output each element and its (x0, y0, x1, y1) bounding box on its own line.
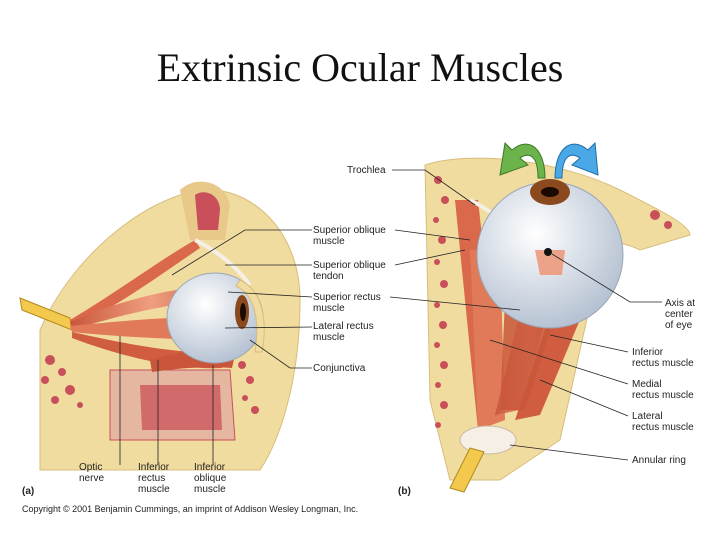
maxillary-cavity-a (140, 385, 222, 430)
rotation-arrow-blue-icon (554, 141, 599, 179)
label-inferior-rectus-muscle-a: Inferior rectus muscle (138, 462, 170, 495)
slide-title: Extrinsic Ocular Muscles (156, 45, 564, 90)
panel-b-tag: (b) (398, 486, 411, 497)
superior-oblique-tendon-a (194, 238, 252, 287)
superior-oblique-a (70, 240, 200, 328)
optic-nerve-b (449, 447, 485, 493)
leader-lines (119, 169, 662, 465)
label-superior-oblique-muscle-a: Superior oblique muscle (313, 225, 386, 247)
label-medial-rectus-muscle-b: Medial rectus muscle (632, 379, 694, 401)
label-trochlea-b: Trochlea (347, 165, 386, 176)
annular-ring-b (459, 425, 517, 455)
rotation-arrow-green-icon (499, 141, 546, 179)
panel-a-tag: (a) (22, 486, 35, 497)
label-lateral-rectus-muscle-a: Lateral rectus muscle (313, 321, 374, 343)
pupil-a (240, 303, 246, 321)
label-superior-rectus-muscle-a: Superior rectus muscle (313, 292, 381, 314)
eyelid-a (235, 279, 265, 353)
superior-rectus-insertion-b (535, 250, 565, 275)
label-axis-center-b: Axis at center of eye (665, 298, 696, 331)
panel-b-illustration (424, 141, 691, 493)
label-conjunctiva-a: Conjunctiva (313, 363, 366, 374)
copyright-notice: Copyright © 2001 Benjamin Cummings, an i… (22, 504, 359, 514)
label-inferior-rectus-muscle-b: Inferior rectus muscle (632, 347, 694, 369)
pupil-b (541, 187, 559, 197)
label-annular-ring-b: Annular ring (632, 455, 686, 466)
label-lateral-rectus-muscle-b: Lateral rectus muscle (632, 411, 694, 433)
panel-a-illustration (19, 181, 301, 471)
label-superior-oblique-tendon-a: Superior oblique tendon (313, 260, 386, 282)
axis-point-b (544, 248, 552, 256)
label-optic-nerve-a: Optic nerve (79, 462, 105, 484)
label-inferior-oblique-muscle-a: Inferior oblique muscle (194, 462, 227, 495)
frontal-sinus-a (195, 192, 220, 230)
